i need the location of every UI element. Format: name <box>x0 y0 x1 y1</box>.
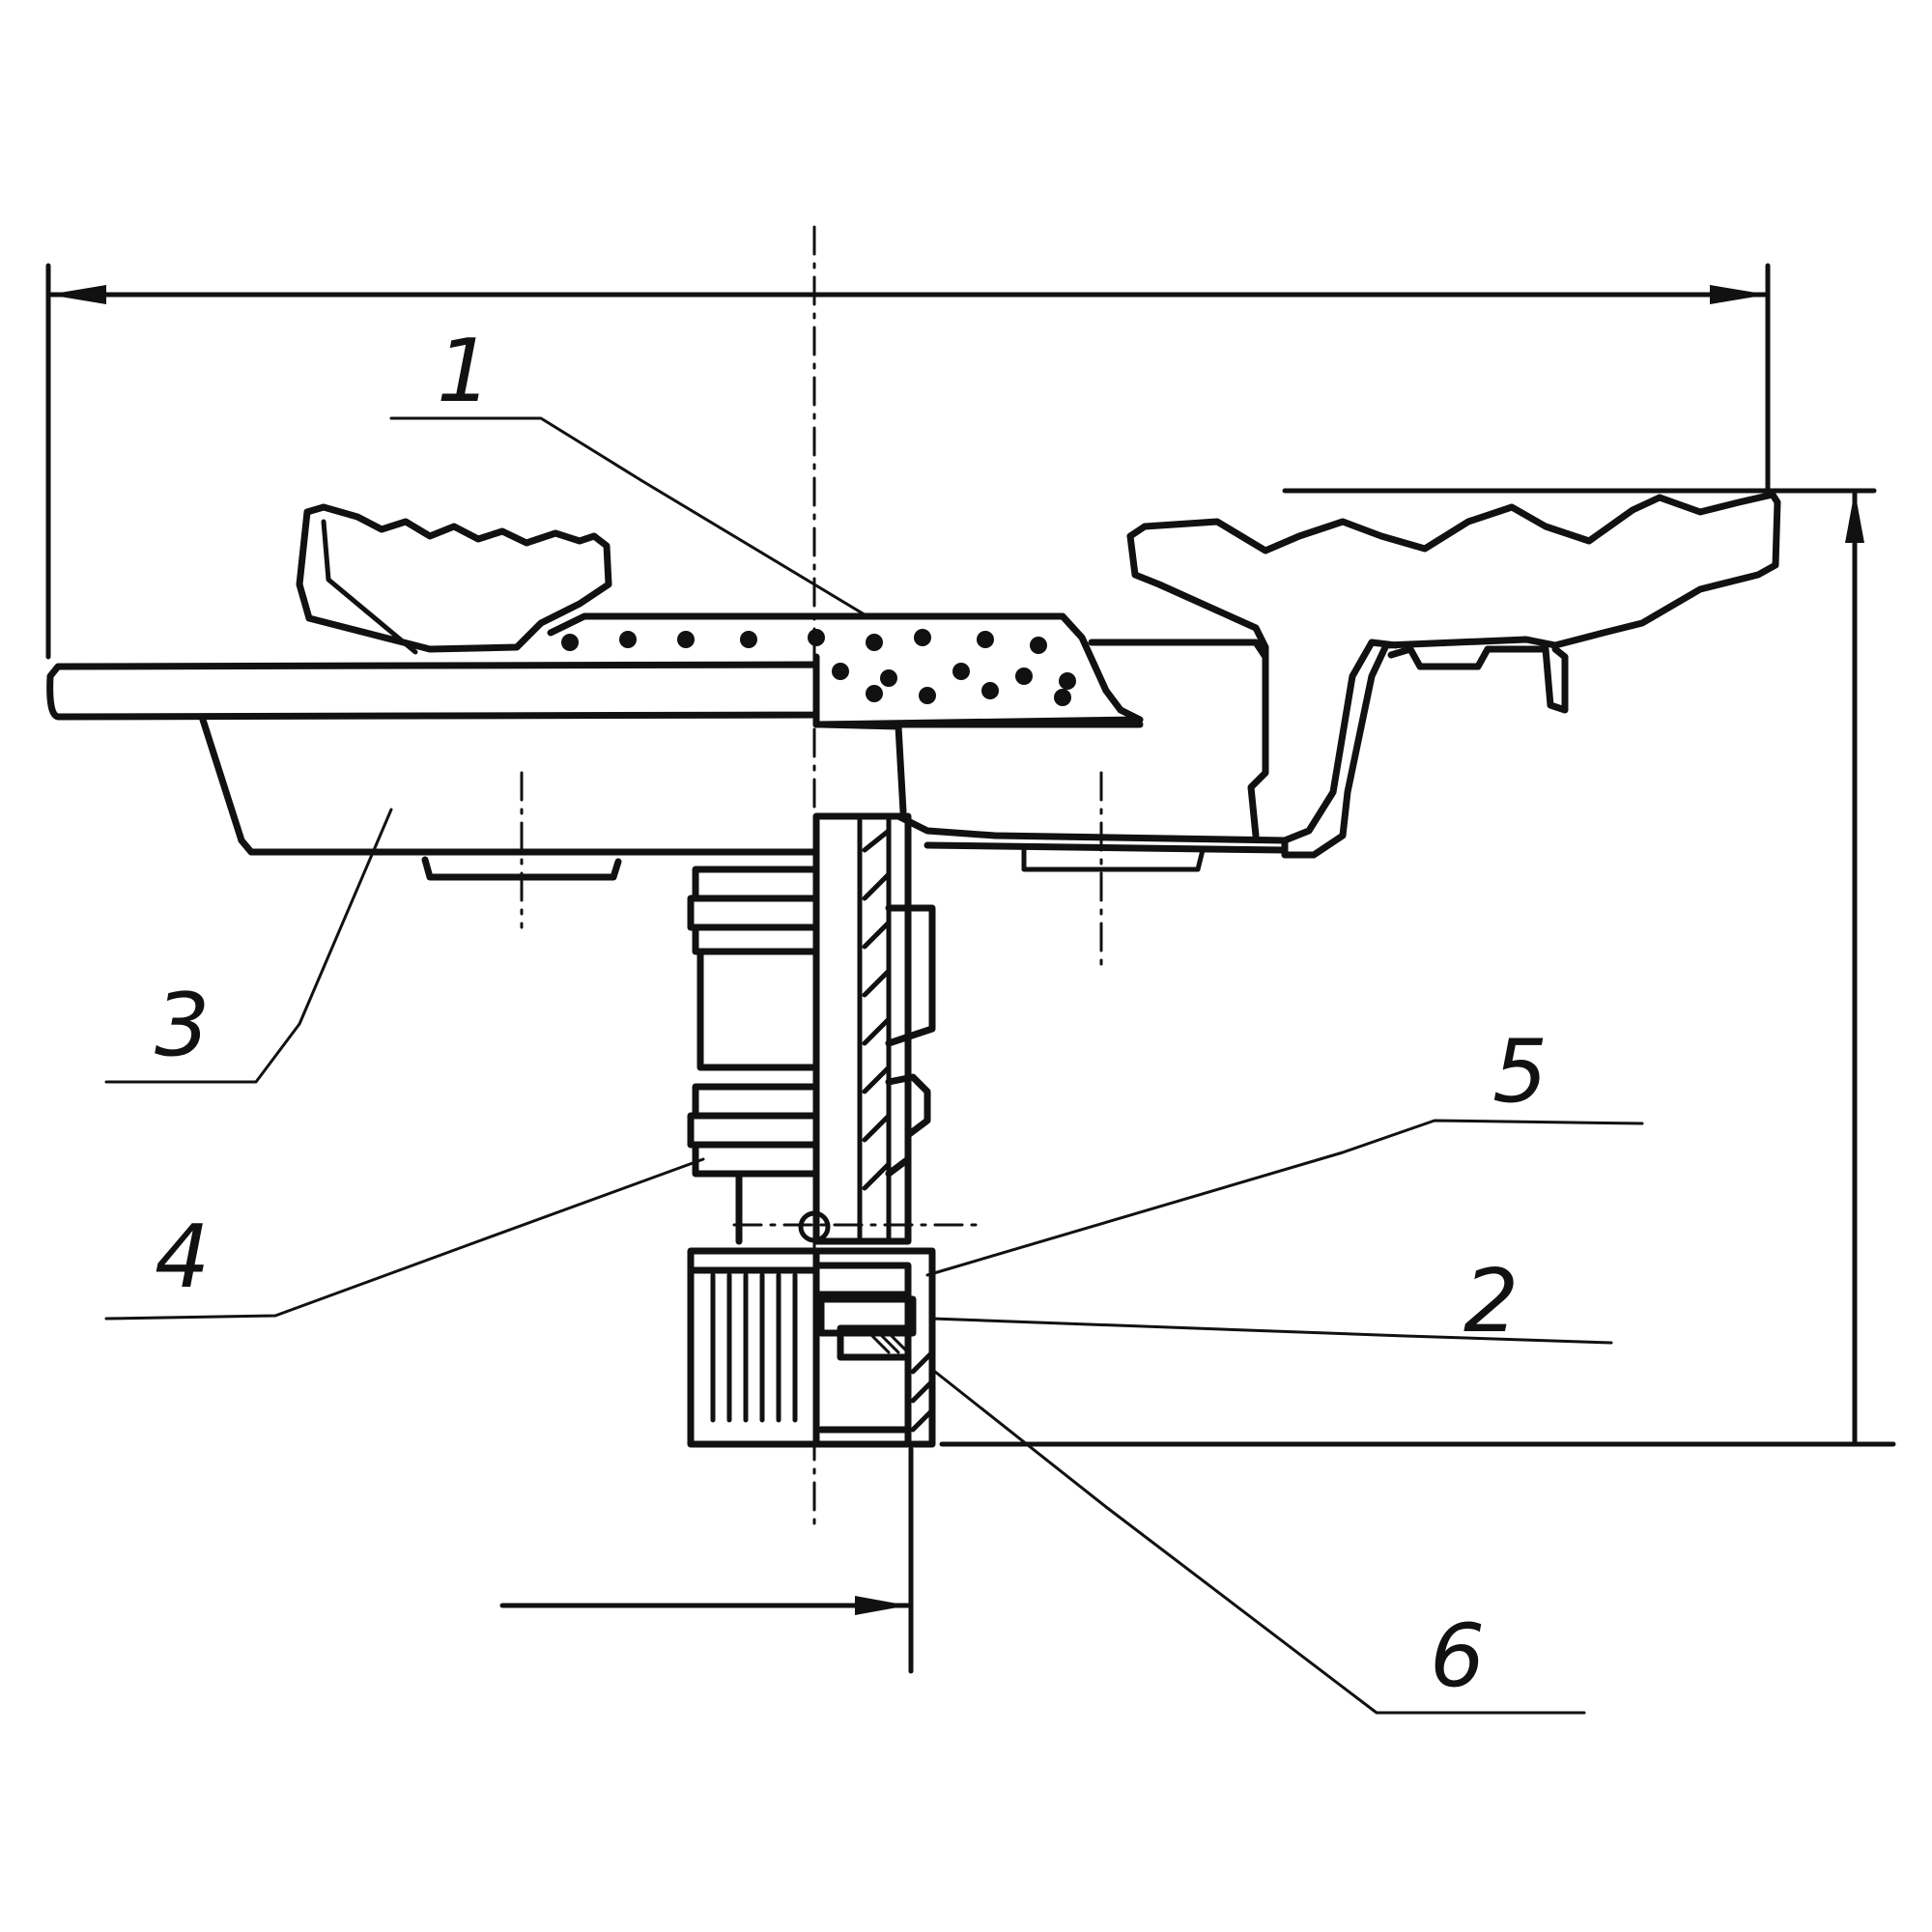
callout-3: 3 <box>155 975 210 1076</box>
leader-lines <box>104 416 1644 1715</box>
callouts: 1 2 3 4 5 6 <box>155 321 1548 1707</box>
shaft-assembly <box>812 812 936 1245</box>
callout-6: 6 <box>1430 1605 1485 1707</box>
shaft-offset-dimension <box>499 1446 914 1674</box>
overall-height-dimension <box>939 488 1896 1447</box>
overall-width-dimension <box>45 263 1771 660</box>
base-plate <box>46 661 820 881</box>
pulley-block <box>687 1247 936 1448</box>
strip-1 <box>547 612 1144 728</box>
left-tire-block <box>296 503 612 655</box>
gear-stack-4 <box>687 866 831 1245</box>
callout-2: 2 <box>1463 1251 1519 1352</box>
callout-5: 5 <box>1492 1021 1548 1122</box>
callout-4: 4 <box>155 1207 210 1308</box>
right-tire-block <box>1126 491 1781 859</box>
callout-1: 1 <box>437 321 492 422</box>
right-plate <box>817 639 1289 872</box>
